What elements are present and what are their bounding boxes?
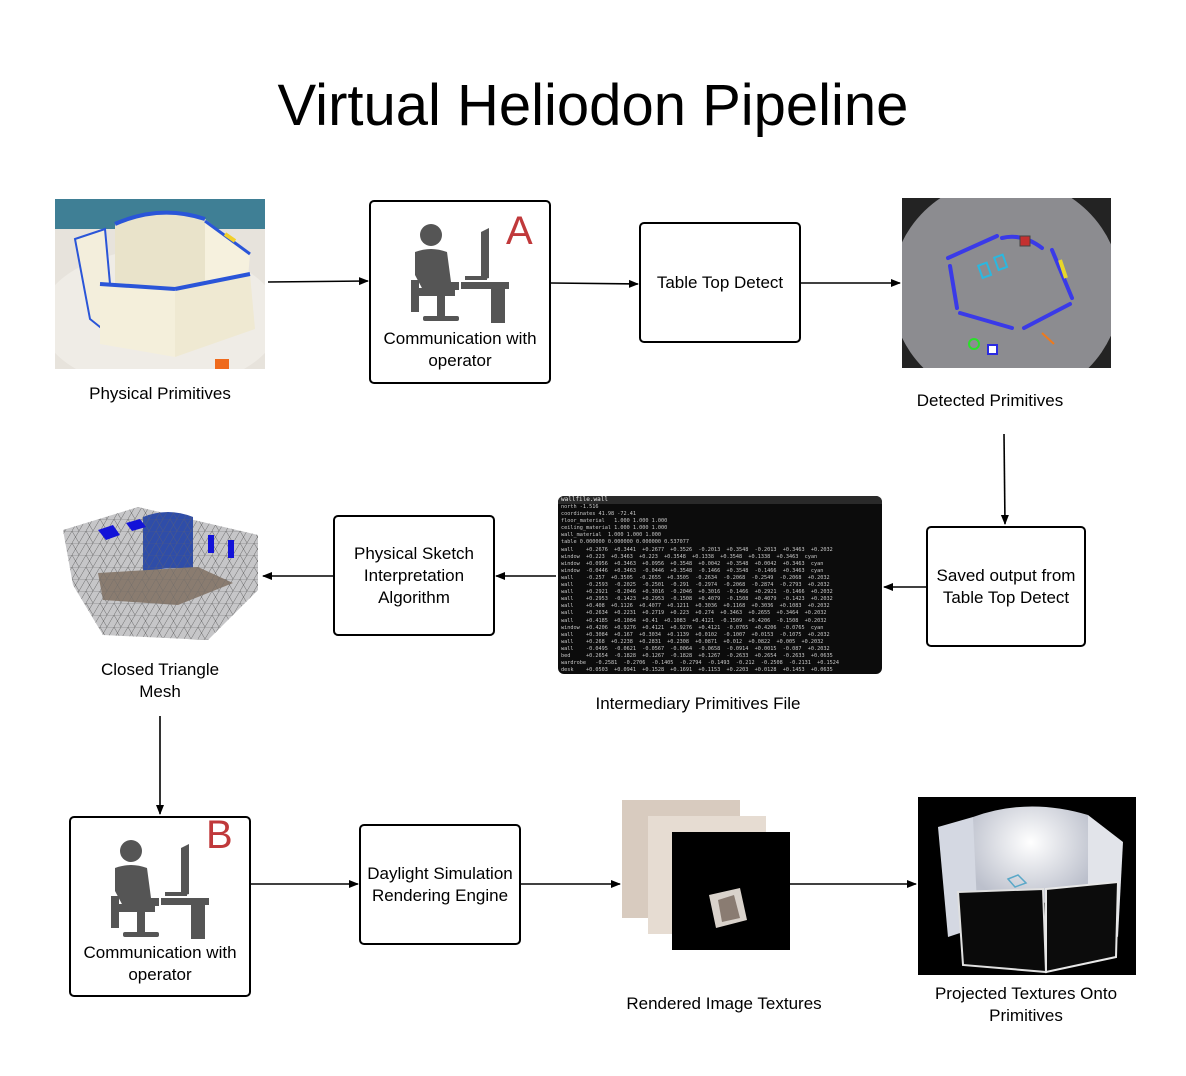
operator-b-label: Communication with operator (83, 943, 237, 984)
terminal-line: wall +0.268 +0.2238 +0.2831 +0.2308 +0.0… (561, 638, 824, 645)
terminal-line: wall -0.0495 -0.0621 -0.0567 -0.0064 -0.… (561, 645, 830, 652)
terminal-line: wall +0.2634 +0.2231 +0.2719 +0.223 +0.2… (561, 610, 827, 617)
terminal-line: window +0.223 +0.3463 +0.223 +0.3548 +0.… (561, 553, 818, 560)
arrow-operator-a-to-tabletop (550, 279, 639, 288)
table-top-detect-box: Table Top Detect (639, 222, 801, 343)
detected-primitives-image (902, 198, 1111, 368)
operator-b-letter: B (206, 813, 233, 857)
terminal-tab: wallfile.wall (558, 496, 882, 504)
terminal-line: wall +0.408 +0.1126 +0.4077 +0.1211 +0.3… (561, 603, 830, 610)
operator-a-letter: A (506, 209, 533, 253)
terminal-line: wall +0.2676 +0.3441 +0.2677 +0.3526 -0.… (561, 546, 833, 553)
terminal-line: north -1.516 (561, 504, 599, 510)
operator-a-box: A Communication with operator (369, 200, 551, 384)
arrow-physical-to-operator-a (267, 277, 369, 286)
table-top-detect-label: Table Top Detect (656, 272, 784, 292)
terminal-line: table 0.000000 0.000000 0.000000 0.53707… (561, 539, 690, 546)
closed-mesh-caption: Closed Triangle Mesh (100, 660, 220, 701)
terminal-line: window +0.0956 +0.3463 +0.0956 +0.3548 +… (561, 560, 824, 567)
terminal-line: wardrobe -0.2581 -0.2706 -0.1405 -0.2794… (561, 660, 839, 667)
diagram-title: Virtual Heliodon Pipeline (277, 73, 909, 138)
operator-icon (111, 840, 209, 939)
operator-icon (411, 224, 509, 323)
terminal-line: window -0.0446 +0.3463 -0.0446 +0.3548 -… (561, 567, 824, 574)
detected-primitives-caption: Detected Primitives (916, 391, 1064, 410)
terminal-line: bed +0.2654 -0.1828 +0.1267 -0.1828 +0.1… (561, 652, 833, 659)
terminal-line: desk +0.0503 +0.0941 +0.1528 +0.1691 +0.… (561, 667, 833, 674)
physical-primitives-photo (55, 199, 265, 369)
closed-triangle-mesh-image (63, 507, 258, 640)
terminal-line: wall -0.2593 -0.2025 -0.2501 -0.291 -0.2… (561, 582, 830, 589)
rendered-textures-stack (622, 800, 790, 950)
intermediary-file-caption: Intermediary Primitives File (595, 694, 801, 713)
terminal-line: wall +0.4185 +0.1084 +0.41 +0.1083 +0.41… (561, 617, 827, 624)
terminal-line: wall_material 1.000 1.000 1.000 (561, 532, 661, 539)
projected-textures-photo (918, 797, 1136, 975)
terminal-line: wall -0.257 +0.3505 -0.2655 +0.3505 -0.2… (561, 574, 830, 581)
terminal-line: wall +0.2921 -0.2046 +0.3016 -0.2046 +0.… (561, 589, 833, 596)
sketch-algorithm-label: Physical Sketch Interpretation Algorithm (354, 543, 474, 607)
sketch-algorithm-box: Physical Sketch Interpretation Algorithm (333, 515, 495, 636)
saved-output-box: Saved output from Table Top Detect (926, 526, 1086, 647)
rendered-textures-caption: Rendered Image Textures (626, 994, 822, 1013)
terminal-line: window +0.4206 +0.9276 +0.4121 +0.9276 +… (561, 624, 824, 631)
daylight-engine-label: Daylight Simulation Rendering Engine (367, 863, 513, 905)
operator-a-label: Communication with operator (383, 329, 537, 370)
terminal-line: ceiling_material 1.000 1.000 1.000 (561, 525, 668, 532)
terminal-line: wall +0.3084 +0.167 +0.3034 +0.1139 +0.0… (561, 631, 830, 638)
terminal-line: floor_material 1.000 1.000 1.000 (561, 518, 668, 525)
physical-primitives-caption: Physical Primitives (89, 384, 231, 403)
terminal-line: wall +0.2953 -0.1423 +0.2953 -0.1508 +0.… (561, 596, 833, 603)
daylight-engine-box: Daylight Simulation Rendering Engine (359, 824, 521, 945)
operator-b-box: B Communication with operator (69, 813, 251, 997)
terminal-line: coordinates 41.98 -72.41 (561, 511, 636, 518)
projected-textures-caption: Projected Textures Onto Primitives (934, 984, 1118, 1025)
arrow-detected-to-saved (1000, 433, 1009, 525)
saved-output-label: Saved output from Table Top Detect (936, 565, 1076, 607)
